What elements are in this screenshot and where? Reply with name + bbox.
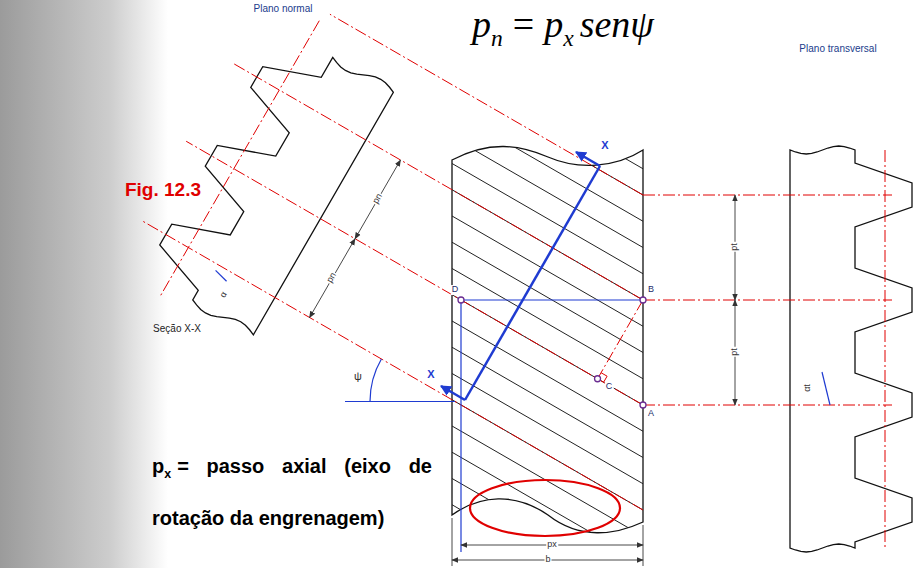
extension-line (452, 518, 453, 566)
pitch-line (885, 150, 886, 548)
gear-illustration (141, 0, 912, 568)
transverse-centerline (643, 405, 892, 406)
helix-centerline (232, 63, 643, 301)
construction-line (461, 299, 643, 300)
section-arrow (441, 386, 465, 400)
point-marker (595, 376, 601, 382)
angle-label: αt (803, 383, 813, 393)
angle-label: α (218, 289, 230, 300)
section-label: Seção X-X (153, 323, 201, 334)
formula-subscript: n (491, 25, 503, 51)
helix-line (452, 347, 643, 457)
helix-centerline (186, 141, 643, 405)
dimension-label: pt (730, 347, 740, 357)
point-marker (640, 402, 646, 408)
definition-symbol: p (152, 455, 164, 477)
formula-symbol: p (472, 3, 491, 45)
helix-line (452, 478, 643, 568)
highlight-ellipse (470, 480, 620, 536)
dimension-label: pn (325, 271, 340, 286)
dimension-label: pt (730, 242, 740, 252)
helix-angle-arc (370, 359, 381, 402)
formula-function: senψ (580, 3, 654, 45)
pressure-angle-line (822, 372, 830, 405)
helix-line (452, 321, 643, 431)
section-arrow (576, 152, 600, 166)
definition-text: = passo axial (eixo de rotação da engren… (152, 455, 432, 529)
helix-line (452, 58, 643, 168)
helix-line (452, 111, 643, 221)
dimension-label: px (546, 540, 558, 550)
definition-subscript: x (164, 467, 171, 481)
normal-pitch-line (598, 300, 643, 379)
extension-line (643, 525, 644, 566)
helix-line (452, 32, 643, 142)
angle-label: ψ (353, 370, 363, 382)
formula-symbol: p (544, 3, 563, 45)
transverse-tooth-profile (790, 146, 912, 552)
right-angle-mark (601, 373, 607, 383)
helix-line (452, 137, 643, 247)
helix-lines (452, 0, 643, 568)
formula: pn=pxsenψ (472, 2, 654, 52)
section-marker: X (426, 368, 435, 380)
helix-line (452, 426, 643, 536)
formula-subscript: x (563, 25, 573, 51)
dimension-line (310, 239, 356, 318)
point-marker (640, 297, 646, 303)
point-label: A (647, 409, 655, 419)
pitch-line (159, 21, 319, 298)
point-label: B (647, 285, 655, 295)
point-label: D (451, 285, 460, 295)
definition-note: px= passo axial (eixo de rotação da engr… (152, 444, 432, 540)
plane-title: Plano normal (254, 3, 313, 14)
helix-line (452, 452, 643, 562)
section-marker: X (600, 139, 609, 151)
formula-operator: = (513, 3, 534, 45)
transverse-centerline (643, 300, 892, 301)
helix-line (452, 373, 643, 483)
helix-line (452, 268, 643, 378)
point-label: C (605, 382, 614, 392)
dimension-line (355, 160, 401, 239)
transverse-centerline (643, 195, 892, 196)
dimension-label: pn (370, 192, 385, 207)
plane-title: Plano transversal (799, 43, 876, 54)
pressure-angle-line (216, 270, 227, 281)
section-axis (465, 166, 600, 400)
dimension-label: b (544, 555, 551, 565)
angle-reference-line (345, 401, 455, 402)
construction-line (460, 300, 461, 552)
point-marker (458, 297, 464, 303)
helix-line (452, 216, 643, 326)
figure-number: Fig. 12.3 (125, 180, 201, 201)
